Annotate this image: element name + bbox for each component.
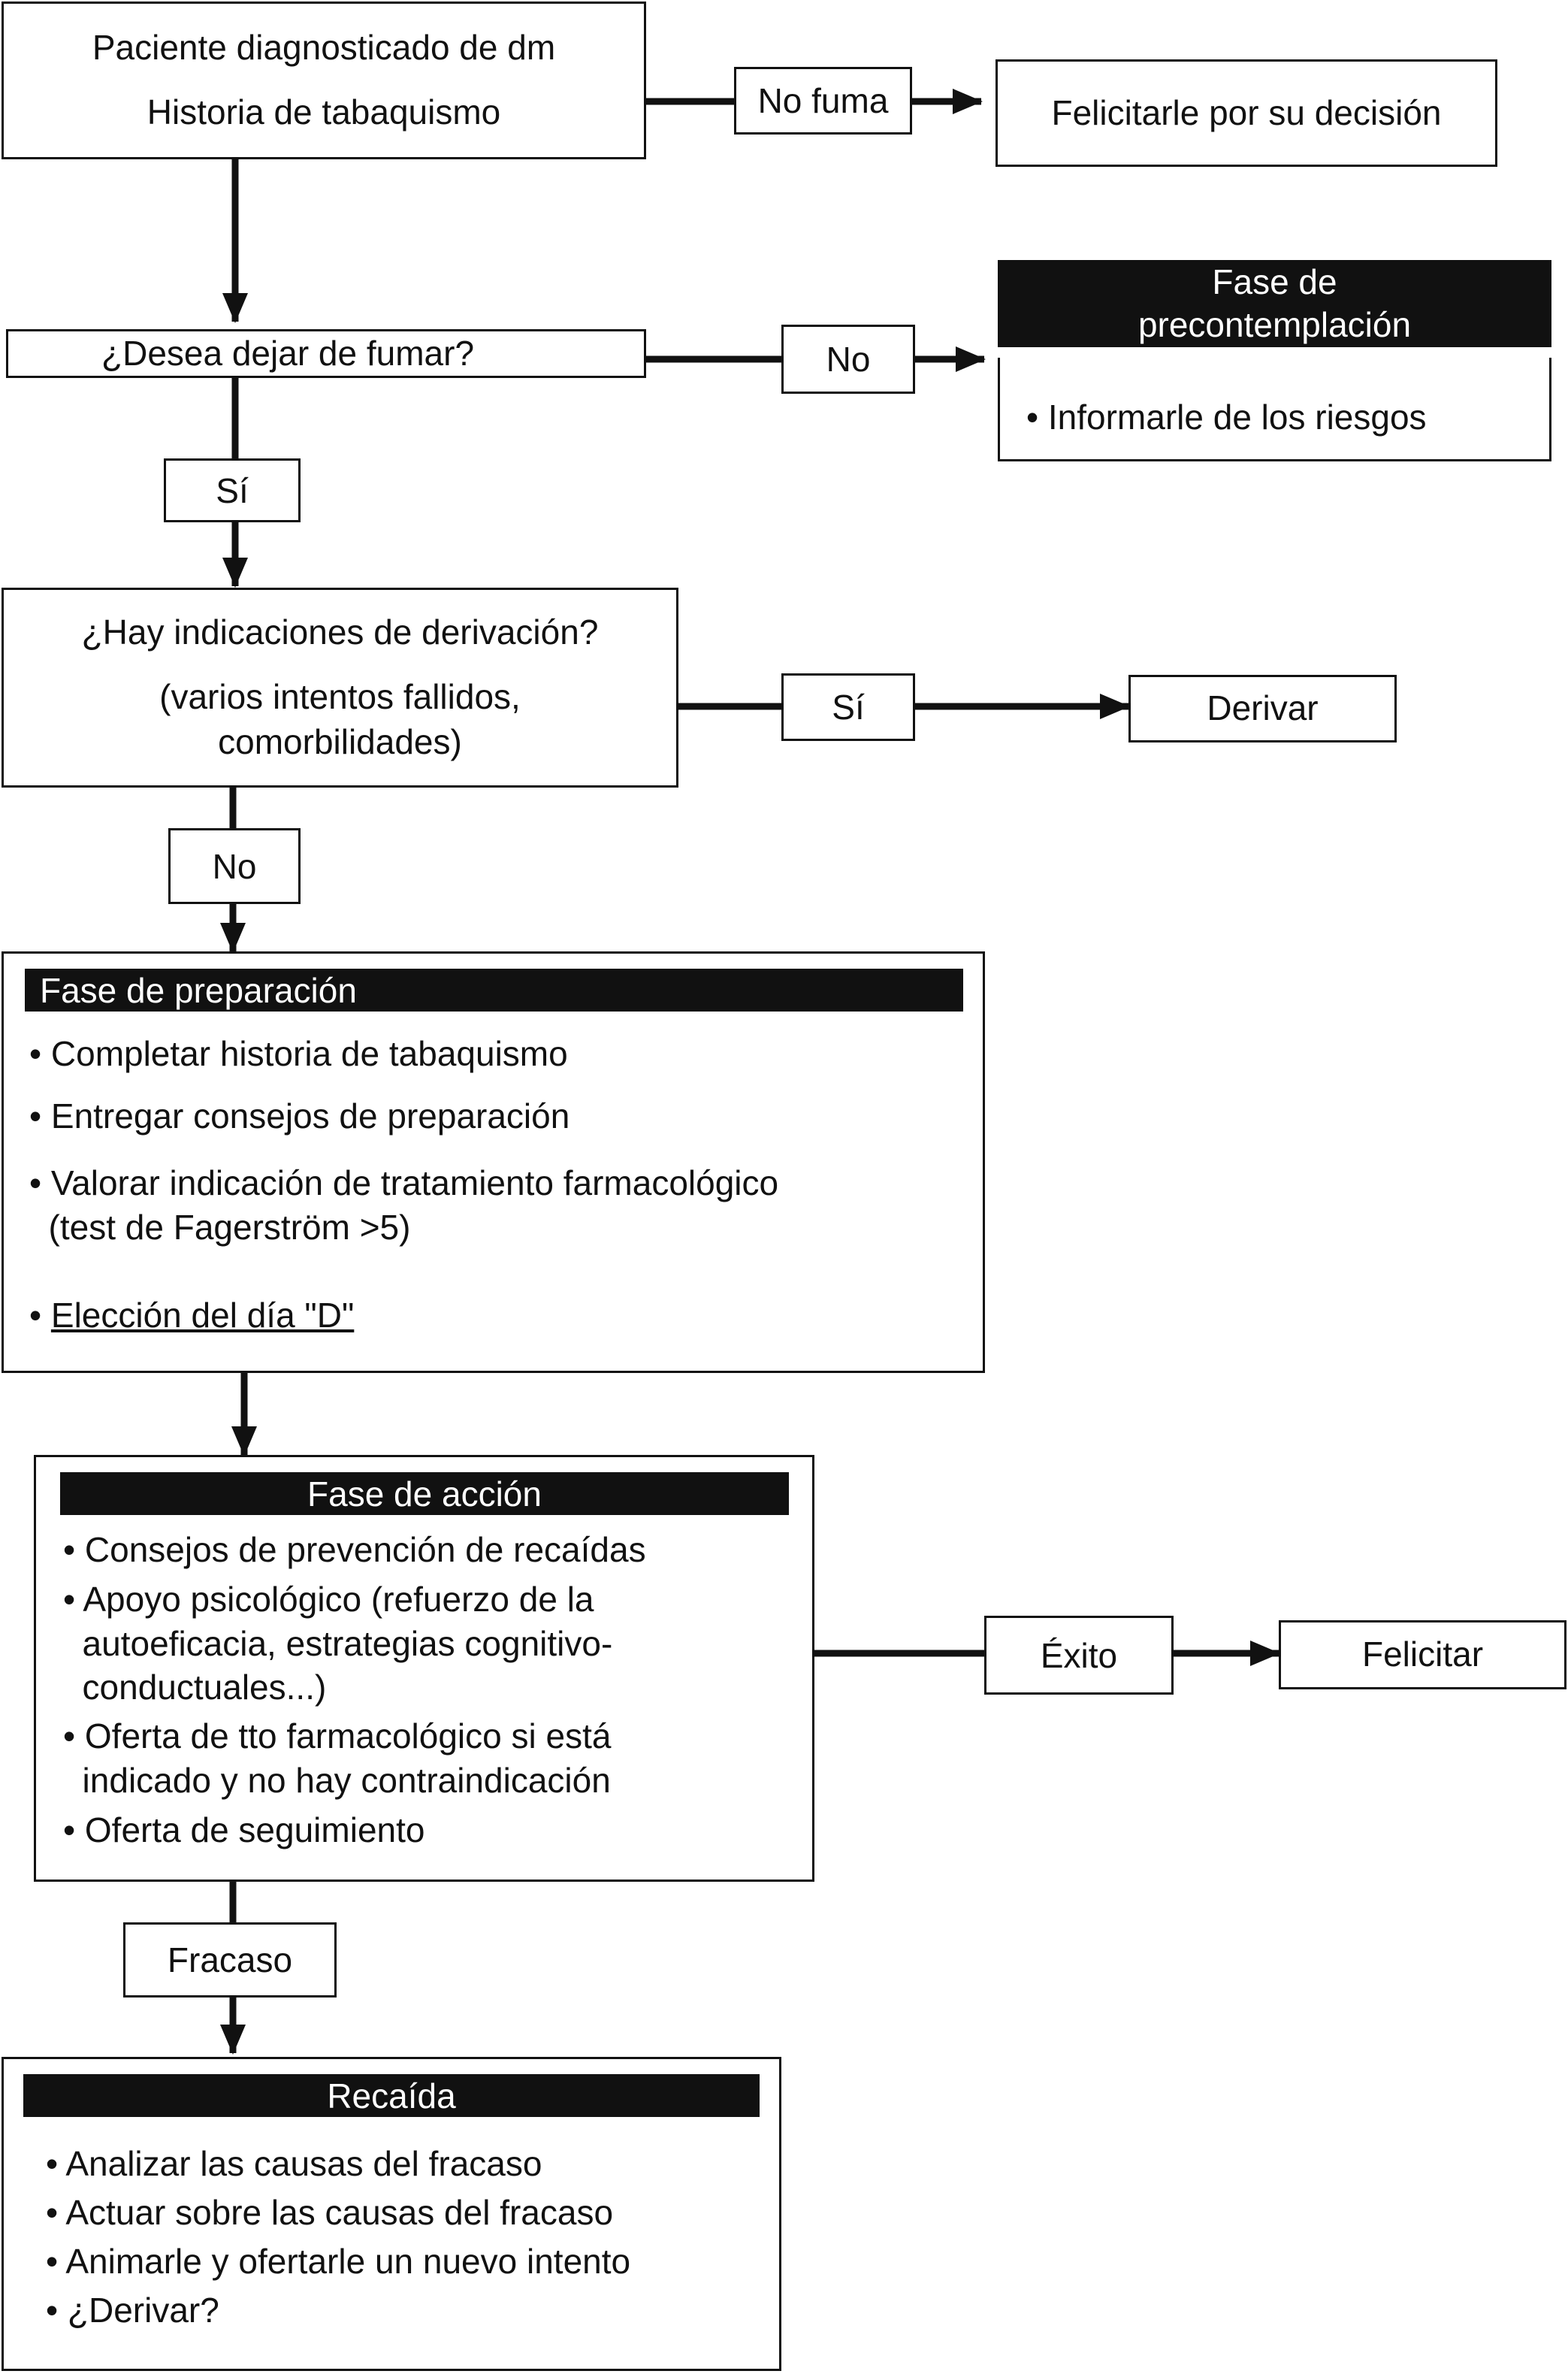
node-accion: Fase de acción • Consejos de prevención … [34,1455,814,1882]
felicitarle-text: Felicitarle por su decisión [1051,92,1442,132]
label-exito: Éxito [984,1616,1174,1695]
start-line2: Historia de tabaquismo [147,92,501,132]
preparacion-item3-line2: (test de Fagerström >5) [29,1208,411,1247]
node-felicitar: Felicitar [1279,1620,1566,1689]
label-si-1: Sí [164,458,301,522]
preparacion-item3-line1: • Valorar indicación de tratamiento farm… [29,1163,779,1202]
accion-item3-line2: indicado y no hay contraindicación [63,1761,611,1800]
precontemplacion-item: • Informarle de los riesgos [1026,398,1427,437]
label-si-2: Sí [781,673,915,741]
preparacion-item2: • Entregar consejos de preparación [29,1096,570,1136]
node-preparacion: Fase de preparación • Completar historia… [2,951,985,1373]
node-precontemplacion: Fase de precontemplación • Informarle de… [998,260,1551,461]
recaida-header: Recaída [23,2074,760,2117]
derivar-text: Derivar [1207,688,1319,728]
preparacion-header: Fase de preparación [25,969,963,1012]
accion-item1: • Consejos de prevención de recaídas [63,1530,646,1569]
node-start: Paciente diagnosticado de dm Historia de… [2,2,646,159]
label-no-fuma: No fuma [734,67,912,135]
preparacion-item4: • Elección del día "D" [29,1293,354,1338]
node-derivar: Derivar [1128,675,1397,742]
recaida-item1: • Analizar las causas del fracaso [46,2144,542,2183]
accion-item2-line1: • Apoyo psicológico (refuerzo de la [63,1580,594,1619]
recaida-item4: • ¿Derivar? [46,2291,219,2330]
accion-item2-line2: autoeficacia, estrategias cognitivo- [63,1624,613,1663]
preparacion-item4-bullet: • [29,1296,51,1335]
accion-item3-line1: • Oferta de tto farmacológico si está [63,1716,612,1756]
accion-header: Fase de acción [60,1472,789,1515]
precontemplacion-header-line1: Fase de [1212,262,1337,301]
label-fracaso: Fracaso [123,1922,337,1997]
recaida-item3: • Animarle y ofertarle un nuevo intento [46,2242,631,2281]
label-no-2: No [168,828,301,904]
felicitar-text: Felicitar [1361,1635,1484,1674]
referral-line2: (varios intentos fallidos, [159,677,521,717]
accion-item4: • Oferta de seguimiento [63,1810,425,1849]
node-recaida: Recaída • Analizar las causas del fracas… [2,2057,781,2371]
node-quit-question: ¿Desea dejar de fumar? [6,329,646,378]
precontemplacion-header-line2: precontemplación [1137,305,1412,344]
label-no-1: No [781,325,915,394]
recaida-item2: • Actuar sobre las causas del fracaso [46,2193,614,2232]
quit-question-text: ¿Desea dejar de fumar? [101,333,475,373]
preparacion-item4-text: Elección del día "D" [50,1296,355,1335]
preparacion-item1: • Completar historia de tabaquismo [29,1034,568,1073]
node-referral-question: ¿Hay indicaciones de derivación? (varios… [2,588,678,788]
start-line1: Paciente diagnosticado de dm [92,28,556,68]
precontemplacion-header: Fase de precontemplación [998,260,1551,358]
node-felicitarle: Felicitarle por su decisión [995,59,1497,167]
accion-item2-line3: conductuales...) [63,1668,327,1707]
referral-line1: ¿Hay indicaciones de derivación? [81,612,599,652]
referral-line3: comorbilidades) [218,721,462,761]
